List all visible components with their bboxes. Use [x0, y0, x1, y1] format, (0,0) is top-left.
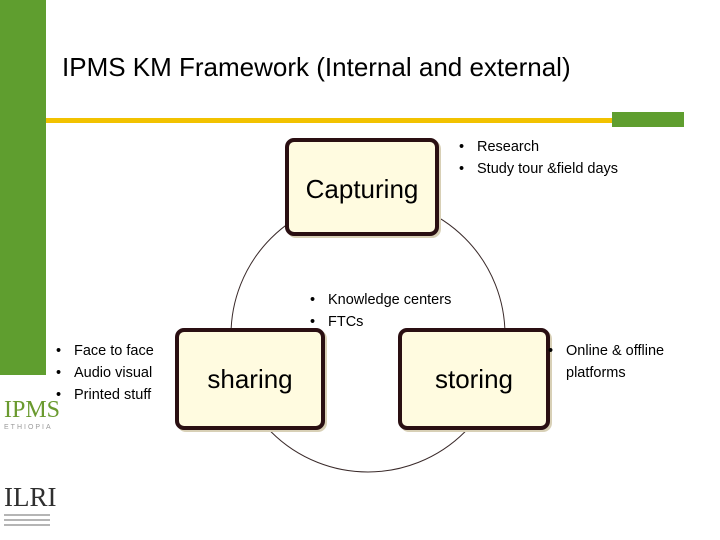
title-underline: [46, 118, 612, 123]
ipms-logo: IPMS: [4, 397, 61, 423]
sharing-label: sharing: [207, 363, 293, 394]
sidebar-green-band: [0, 0, 46, 375]
bullet-continuation-text: platforms: [566, 365, 626, 381]
bullet-item: Audio visual: [52, 362, 154, 384]
bullet-item: Printed stuff: [52, 384, 154, 406]
ilri-logo-subtext: [4, 514, 50, 540]
bullet-item: Face to face: [52, 340, 154, 362]
bullet-item: Online & offline: [544, 340, 664, 362]
bullet-item: Knowledge centers: [306, 289, 451, 311]
sharing-bullets: Face to face Audio visual Printed stuff: [52, 340, 154, 406]
bullet-item: FTCs: [306, 311, 451, 333]
left-sidebar: [0, 0, 48, 540]
bullet-item: Research: [455, 136, 618, 158]
ilri-logo: ILRI: [4, 482, 57, 512]
storing-label: storing: [434, 363, 514, 394]
sharing-box: sharing: [175, 328, 325, 430]
storing-box: storing: [398, 328, 550, 430]
storing-bullets: Online & offline platforms: [544, 340, 664, 384]
title-underline-accent: [612, 112, 684, 127]
bullet-item: Study tour &field days: [455, 158, 618, 180]
slide-title: IPMS KM Framework (Internal and external…: [62, 52, 571, 82]
bullet-item-continuation: platforms: [544, 362, 664, 384]
capturing-label: Capturing: [305, 173, 419, 204]
capturing-box: Capturing: [285, 138, 439, 236]
capturing-bullets: Research Study tour &field days: [455, 136, 618, 180]
middle-bullets: Knowledge centers FTCs: [306, 289, 451, 333]
ipms-logo-subtitle: ETHIOPIA: [4, 424, 53, 431]
